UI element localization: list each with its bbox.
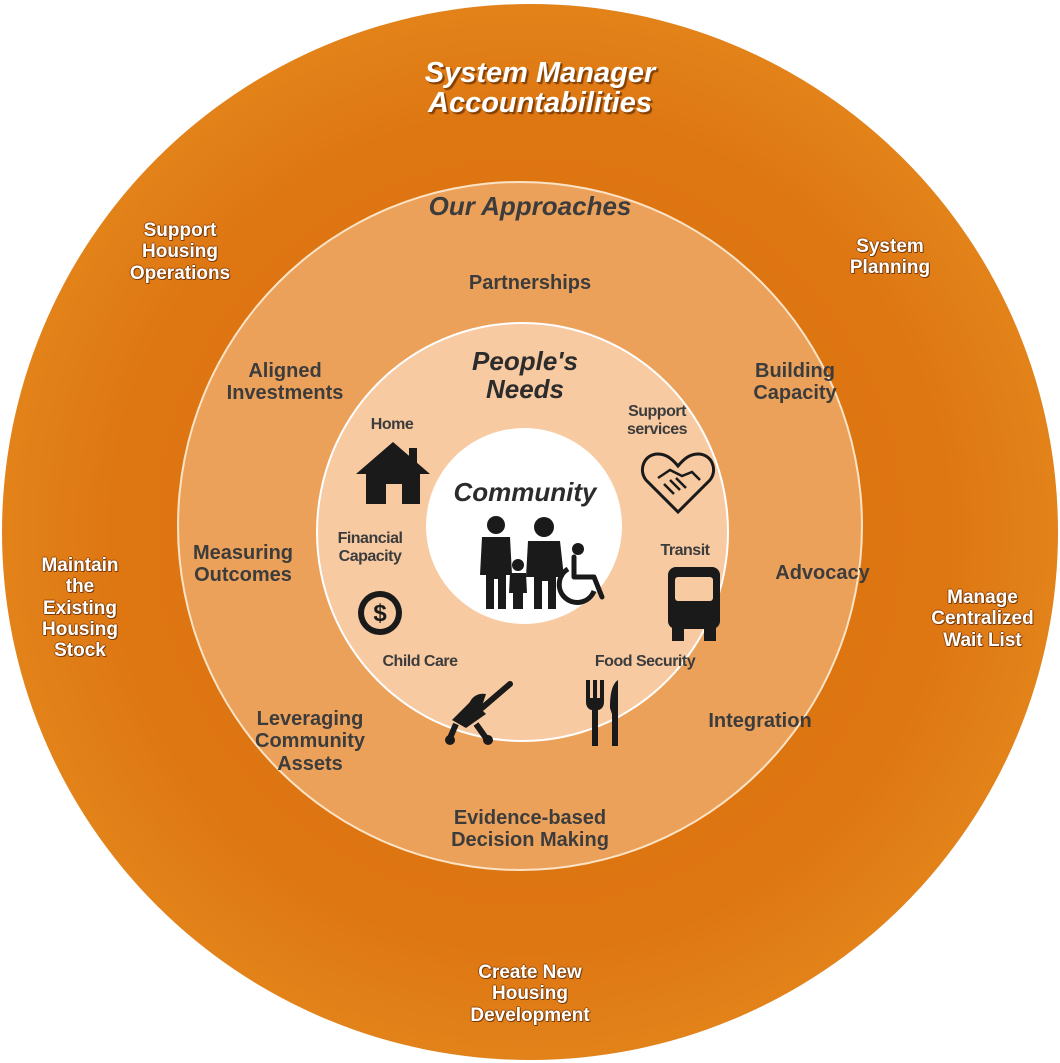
- label-leveraging-assets: Leveraging Community Assets: [255, 708, 365, 775]
- bus-icon: [668, 567, 720, 641]
- fork-knife-icon: [586, 680, 618, 746]
- label-child-care: Child Care: [382, 653, 458, 670]
- label-maintain-existing-stock: Maintain the Existing Housing Stock: [41, 555, 119, 662]
- label-building-capacity: Building Capacity: [753, 360, 837, 405]
- label-support-services: Support services: [626, 403, 688, 439]
- label-integration: Integration: [708, 710, 812, 732]
- dollar-coin-icon: $: [358, 591, 402, 635]
- label-evidence-based: Evidence-based Decision Making: [451, 807, 609, 852]
- label-system-planning: System Planning: [849, 236, 931, 279]
- label-home: Home: [370, 416, 414, 433]
- label-transit: Transit: [660, 542, 710, 559]
- label-financial-capacity: Financial Capacity: [337, 530, 403, 566]
- label-measuring-outcomes: Measuring Outcomes: [192, 542, 294, 587]
- diagram-title: System Manager Accountabilities: [424, 57, 656, 120]
- svg-text:$: $: [373, 600, 387, 627]
- handshake-heart-icon: [641, 452, 715, 515]
- label-advocacy: Advocacy: [775, 562, 870, 584]
- approaches-title: Our Approaches: [428, 191, 632, 221]
- stroller-icon: [445, 681, 513, 745]
- label-create-new-housing: Create New Housing Development: [470, 962, 590, 1026]
- label-manage-wait-list: Manage Centralized Wait List: [931, 587, 1034, 651]
- needs-title: People's Needs: [472, 346, 578, 405]
- family-accessibility-icon: [480, 516, 605, 609]
- label-aligned-investments: Aligned Investments: [226, 360, 344, 405]
- community-title: Community: [453, 477, 597, 507]
- label-food-security: Food Security: [594, 653, 696, 670]
- label-support-housing-operations: Support Housing Operations: [129, 220, 231, 284]
- house-icon: [356, 442, 430, 504]
- label-partnerships: Partnerships: [468, 272, 592, 294]
